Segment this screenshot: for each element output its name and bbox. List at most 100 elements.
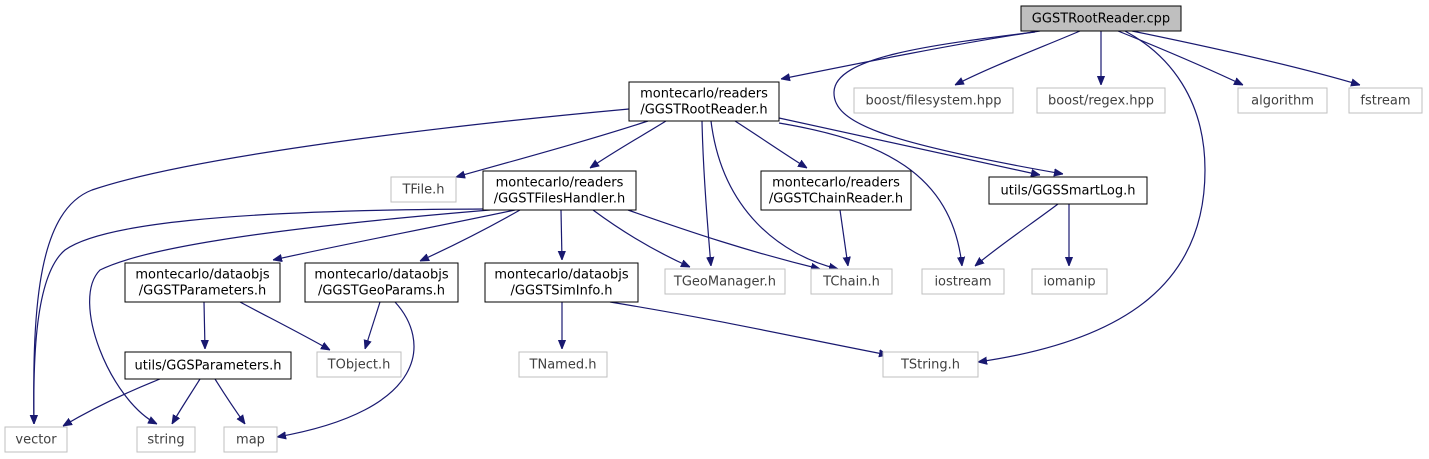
node-label: algorithm [1251,94,1314,109]
node-box [124,262,281,303]
node-label: TFile.h [401,183,444,198]
edge-fileshandler-to-tgeomanager [592,209,690,268]
node-box [316,351,402,378]
node-box [518,351,608,378]
edge-geoparams-to-tobject [365,301,381,349]
edge-root-to-filesystem [955,30,1081,85]
edge-ggsparameters-to-vector [63,378,161,426]
node-box [882,351,979,378]
node-algorithm: algorithm [1237,87,1328,114]
node-fstream: fstream [1348,87,1423,114]
node-ggsparameters[interactable]: utils/GGSParameters.h [124,351,292,380]
edge-root-to-fstream [1131,30,1360,85]
node-tnamed: TNamed.h [518,351,608,378]
node-map: map [223,426,278,453]
node-tchain: TChain.h [810,268,893,295]
node-root[interactable]: GGSTRootReader.cpp [1020,5,1182,32]
node-label: montecarlo/readers [496,176,624,191]
node-box [628,81,780,122]
edge-fileshandler-to-siminfo [561,209,562,260]
node-label: boost/filesystem.hpp [865,94,1001,109]
edge-parameters_h-to-ggsparameters [204,301,205,349]
node-box [810,268,893,295]
node-box [390,176,457,203]
node-label: TChain.h [822,275,880,290]
node-vector: vector [4,426,68,453]
node-label: utils/GGSSmartLog.h [1000,184,1135,199]
edge-ggsparameters-to-map [214,378,245,424]
edges-layer [34,30,1360,437]
node-label: montecarlo/dataobjs [314,268,448,283]
edge-root-to-smartlog [833,31,1063,174]
edge-fileshandler-to-tchain [627,209,820,269]
edge-fileshandler-to-string [89,209,491,424]
edge-rootreader_h-to-chainreader [734,120,807,168]
node-label: /GGSTParameters.h [139,284,267,299]
node-label: fstream [1360,94,1410,109]
node-label: montecarlo/dataobjs [135,268,269,283]
edge-fileshandler-to-geoparams [420,209,521,262]
node-tstring: TString.h [882,351,979,378]
node-smartlog[interactable]: utils/GGSSmartLog.h [988,176,1148,205]
node-parameters_h[interactable]: montecarlo/dataobjs/GGSTParameters.h [124,262,281,303]
nodes-layer: GGSTRootReader.cpp montecarlo/readers/GGS… [4,5,1423,453]
node-box [124,351,292,380]
node-iomanip: iomanip [1031,268,1108,295]
edge-ggsparameters-to-string [172,378,201,424]
node-label: iomanip [1043,275,1095,290]
node-label: /GGSTRootReader.h [640,103,767,118]
node-label: montecarlo/dataobjs [494,268,628,283]
node-label: /GGSTChainReader.h [769,192,903,207]
node-box [921,268,1005,295]
node-label: TString.h [900,358,960,373]
node-box [1036,87,1166,114]
node-fileshandler[interactable]: montecarlo/readers/GGSTFilesHandler.h [482,170,637,211]
node-box [1348,87,1423,114]
edge-root-to-rootreader_h [781,30,1041,79]
edge-root-to-algorithm [1117,30,1243,86]
edge-rootreader_h-to-vector [34,108,630,424]
node-tfile: TFile.h [390,176,457,203]
node-filesystem: boost/filesystem.hpp [853,87,1014,114]
node-geoparams[interactable]: montecarlo/dataobjs/GGSTGeoParams.h [304,262,459,303]
node-label: montecarlo/readers [772,176,900,191]
edge-rootreader_h-to-smartlog [778,117,1040,175]
node-label: boost/regex.hpp [1048,94,1154,109]
node-box [760,170,912,211]
node-string: string [136,426,196,453]
node-tobject: TObject.h [316,351,402,378]
edge-rootreader_h-to-tchain [710,120,838,269]
node-label: vector [15,433,57,448]
edge-root-to-tstring [978,30,1206,362]
node-label: /GGSTGeoParams.h [318,284,445,299]
node-box [853,87,1014,114]
node-chainreader[interactable]: montecarlo/readers/GGSTChainReader.h [760,170,912,211]
node-rootreader_h[interactable]: montecarlo/readers/GGSTRootReader.h [628,81,780,122]
node-iostream: iostream [921,268,1005,295]
node-box [988,176,1148,205]
edge-rootreader_h-to-tgeomanager [701,120,711,266]
node-label: /GGSTFilesHandler.h [494,192,626,207]
node-box [136,426,196,453]
node-tgeomanager: TGeoManager.h [664,268,786,295]
node-box [1237,87,1328,114]
edge-rootreader_h-to-tfile [456,120,649,177]
edge-fileshandler-to-parameters_h [273,209,516,260]
node-box [304,262,459,303]
node-label: TNamed.h [529,358,597,373]
node-box [664,268,786,295]
edge-smartlog-to-iostream [975,203,1059,266]
node-label: GGSTRootReader.cpp [1032,12,1170,27]
edge-fileshandler-to-vector [34,208,487,424]
node-box [4,426,68,453]
edge-chainreader-to-tchain [839,209,848,266]
node-box [1020,5,1182,32]
edge-siminfo-to-tstring [609,301,888,355]
node-siminfo[interactable]: montecarlo/dataobjs/GGSTSimInfo.h [484,262,639,303]
edge-rootreader_h-to-iostream [778,122,962,266]
node-label: utils/GGSParameters.h [135,359,282,374]
node-label: iostream [934,275,991,290]
node-box [482,170,637,211]
node-box [484,262,639,303]
